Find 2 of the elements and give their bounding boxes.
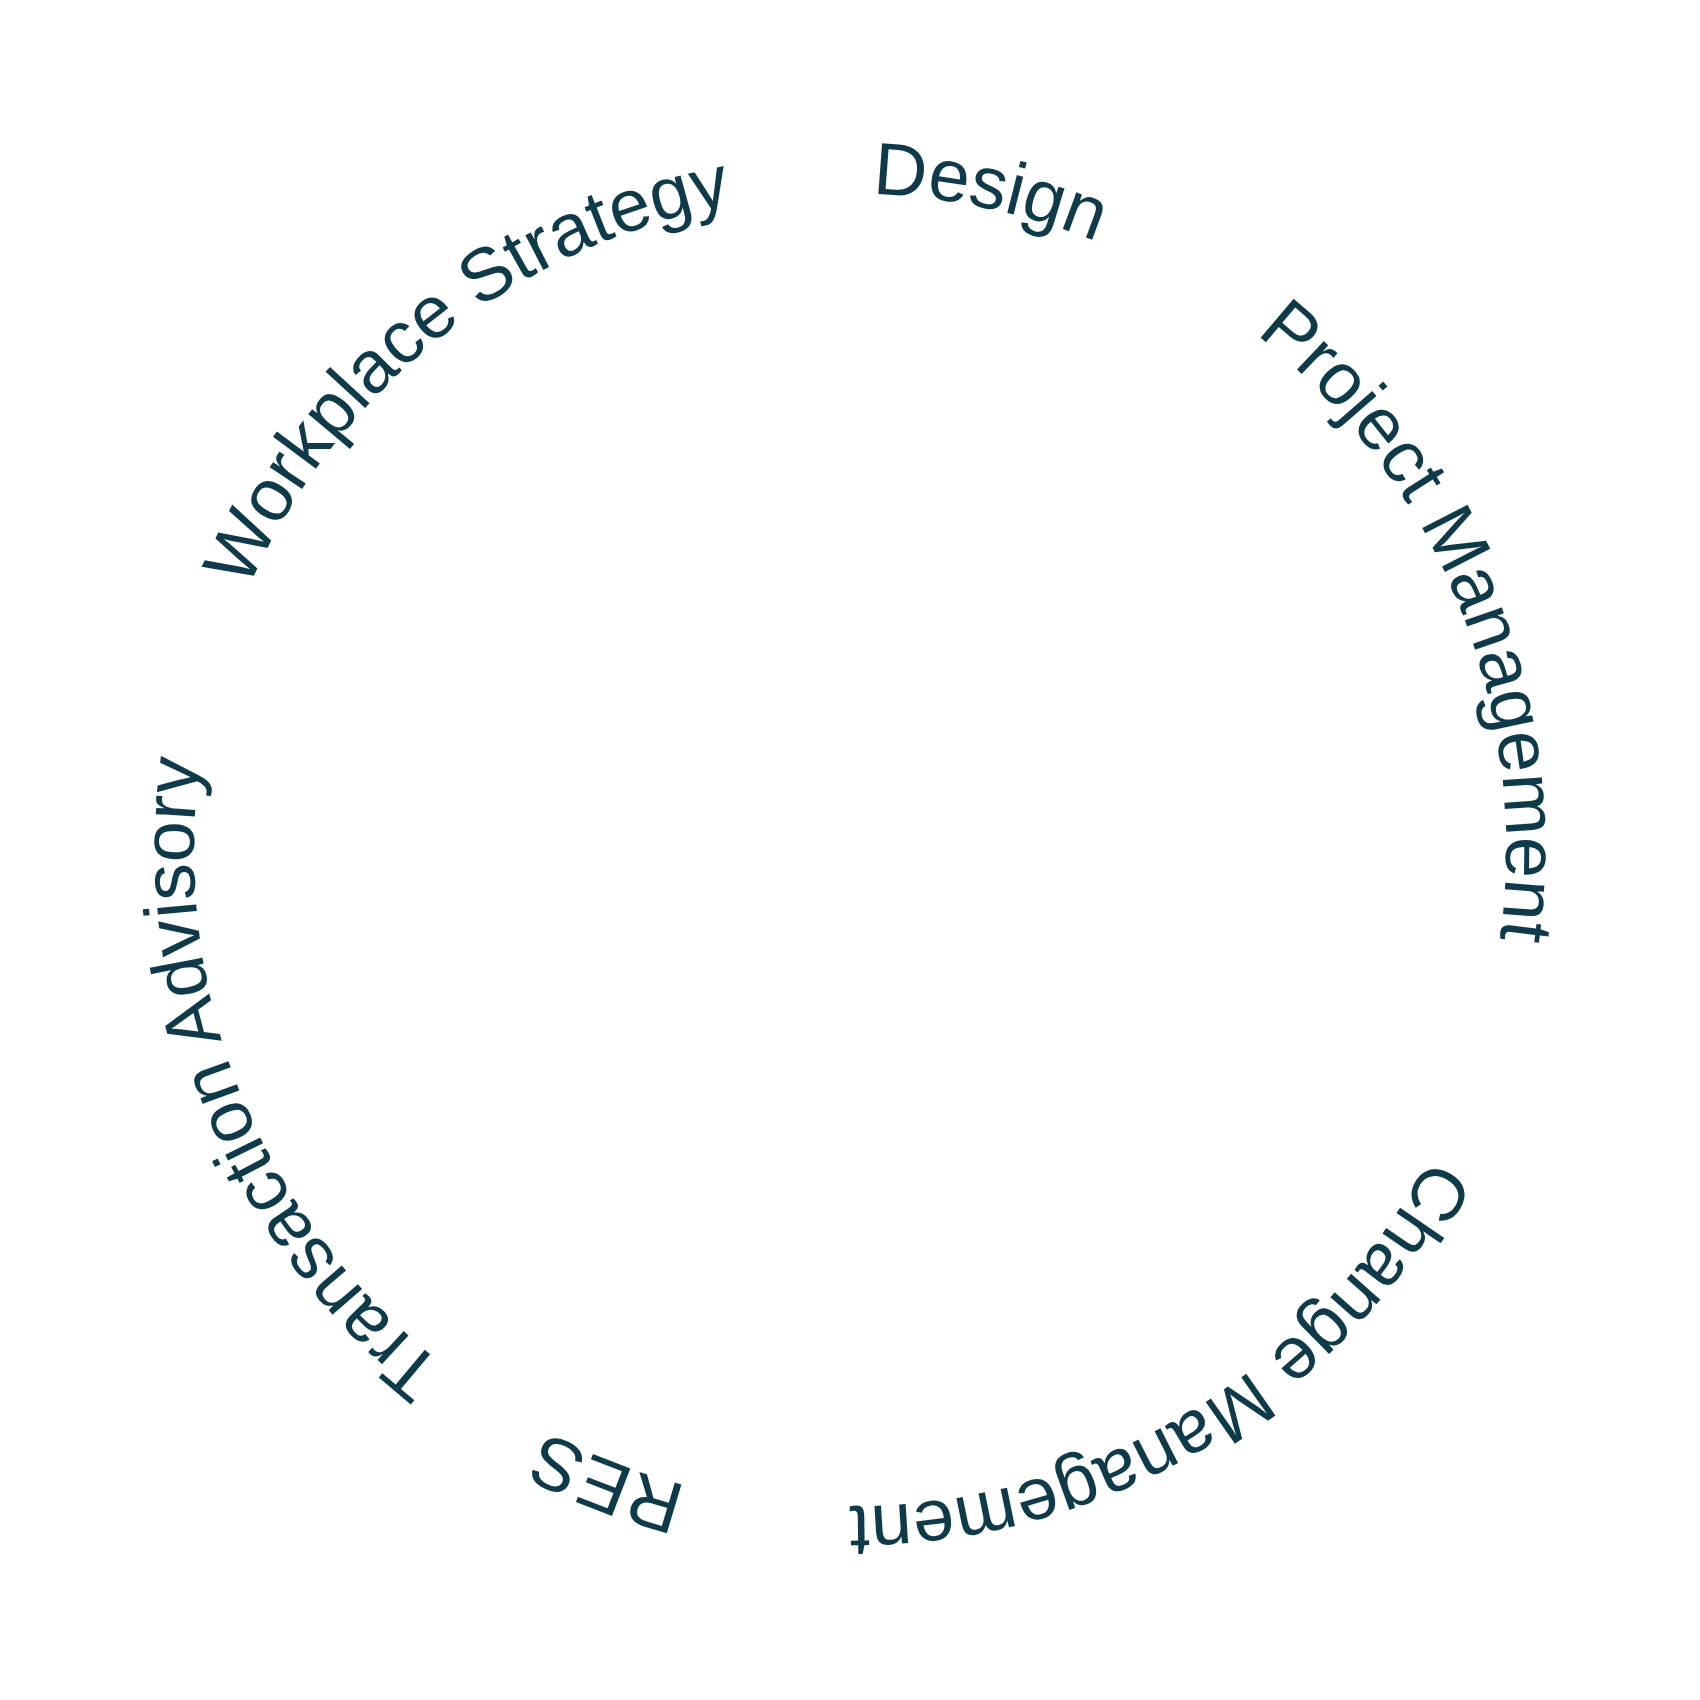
arc-label: RES bbox=[516, 1417, 692, 1551]
arc-label: Design bbox=[871, 126, 1120, 257]
